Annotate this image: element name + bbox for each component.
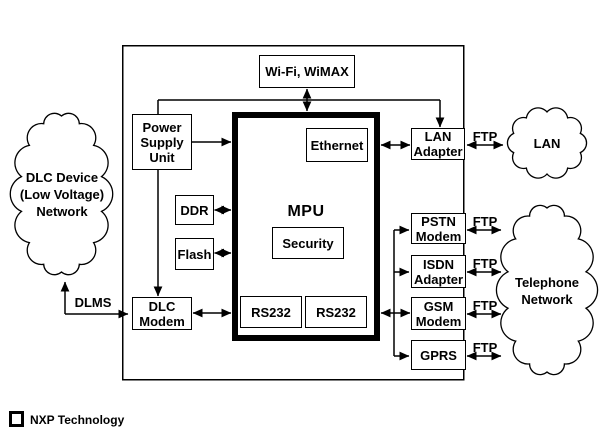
lan-adapter-label-line1: LAN [424,129,452,144]
rs232-right-label: RS232 [316,304,356,320]
isdn-adapter-box: ISDN Adapter [411,255,466,288]
outer-boundary-rect [122,45,465,381]
flash-label: Flash [177,246,212,262]
nxp-technology-swatch [9,411,24,427]
isdn-adapter-label-line1: ISDN [422,256,455,272]
telephone-network-cloud-label: Telephone Network [514,275,580,307]
wifi-wimax-label: Wi-Fi, WiMAX [265,64,349,79]
psu-label-line2: Supply [140,134,184,150]
ethernet-box: Ethernet [306,128,368,162]
lan-cloud-label: LAN [533,136,561,151]
rs232-right-box: RS232 [305,296,367,328]
gsm-modem-label-line1: GSM [423,298,454,314]
gprs-box: GPRS [411,340,466,370]
pstn-modem-box: PSTN Modem [411,213,466,244]
power-supply-unit-box: Power Supply Unit [132,114,192,170]
rs232-left-label: RS232 [251,304,291,320]
security-label: Security [282,235,334,251]
psu-label-line3: Unit [149,149,175,165]
psu-label-line1: Power [142,119,182,135]
dlc-modem-box: DLC Modem [132,297,192,330]
gprs-label: GPRS [420,347,457,363]
flash-box: Flash [175,238,214,270]
dlc-network-cloud-label: DLC Device (Low Voltage) Network [19,170,105,219]
mpu-label: MPU [287,203,325,220]
security-box: Security [272,227,344,259]
ftp-lan-edge-label: FTP [472,129,498,144]
ddr-label: DDR [180,202,209,218]
ethernet-label: Ethernet [310,137,364,153]
lan-cloud [506,107,588,179]
ddr-box: DDR [175,195,214,225]
lan-adapter-label-line2: Adapter [413,144,463,159]
ftp-gprs-edge-label: FTP [472,340,498,355]
gsm-modem-label-line2: Modem [415,313,462,329]
ftp-isdn-edge-label: FTP [472,256,498,271]
dlms-edge-label: DLMS [74,295,112,310]
dlc-network-cloud [9,112,114,276]
ftp-pstn-edge-label: FTP [472,214,498,229]
dlc-modem-label-line1: DLC [148,298,176,314]
isdn-adapter-label-line2: Adapter [413,271,464,287]
pstn-modem-label-line2: Modem [415,228,462,244]
rs232-left-box: RS232 [240,296,302,328]
telephone-network-cloud [495,204,599,376]
gsm-modem-box: GSM Modem [411,297,466,330]
pstn-modem-label-line1: PSTN [421,213,456,229]
lan-adapter-box: LAN Adapter [411,128,465,160]
dlc-modem-label-line2: Modem [139,313,185,329]
ftp-gsm-edge-label: FTP [472,298,498,313]
nxp-technology-legend-label: NXP Technology [30,413,125,427]
wifi-wimax-box: Wi-Fi, WiMAX [259,55,355,88]
